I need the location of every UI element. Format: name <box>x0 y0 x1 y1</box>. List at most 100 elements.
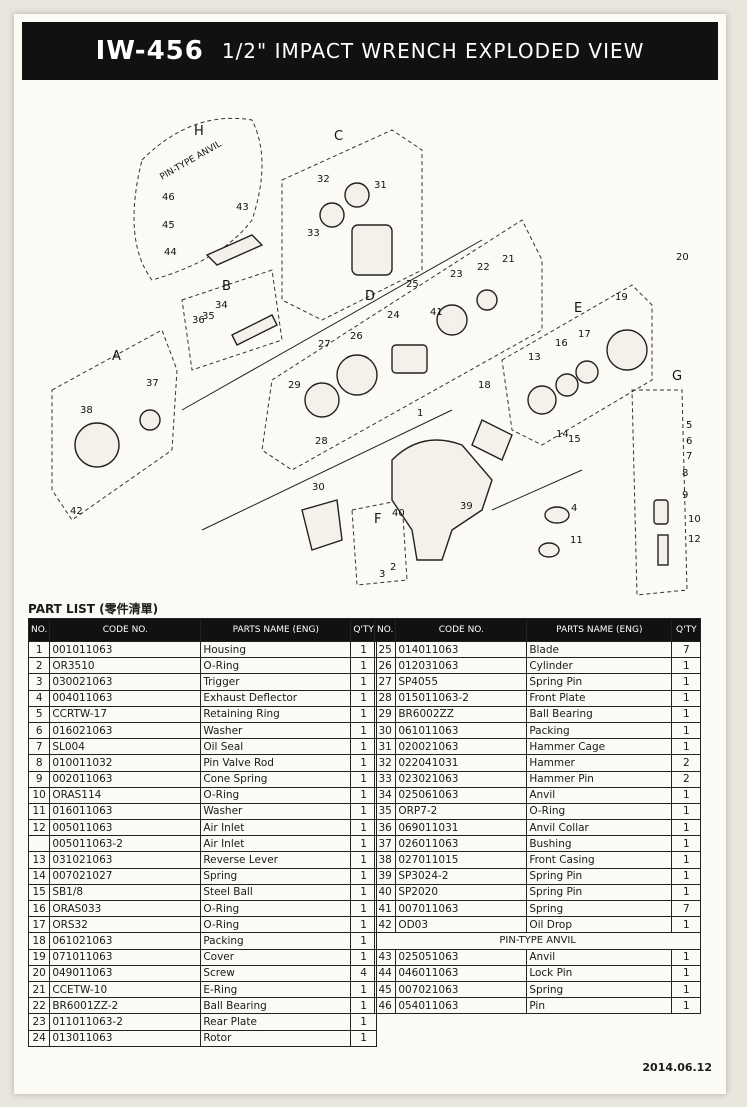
cell-qty: 1 <box>671 705 702 723</box>
cell-no: 28 <box>373 689 397 707</box>
cell-code: SP3024-2 <box>395 867 528 885</box>
svg-text:6: 6 <box>686 436 692 447</box>
svg-text:11: 11 <box>570 535 583 546</box>
cell-name: Washer <box>200 802 352 821</box>
cell-no: 33 <box>373 770 397 788</box>
svg-text:41: 41 <box>430 307 443 318</box>
cell-qty: 1 <box>350 721 377 740</box>
cell-no: 32 <box>373 754 397 772</box>
cell-name: Cone Spring <box>200 770 352 788</box>
cell-name: Screw <box>200 964 352 982</box>
cell-qty: 1 <box>671 948 702 966</box>
pin-type-label: PIN-TYPE ANVIL <box>159 139 224 182</box>
cell-name: Pin Valve Rod <box>200 754 352 772</box>
front-casing-shape <box>74 422 120 468</box>
cell-code: OR3510 <box>49 657 202 675</box>
cell-code: 023021063 <box>395 770 528 788</box>
cell-no: 3 <box>27 673 51 691</box>
cell-name: Air Inlet <box>200 819 352 837</box>
cell-code: 007021063 <box>395 980 528 999</box>
cell-qty: 1 <box>671 867 702 885</box>
cell-no: 46 <box>373 997 397 1015</box>
cell-name: E-Ring <box>200 980 352 999</box>
cell-qty: 1 <box>350 867 377 885</box>
svg-text:25: 25 <box>406 279 419 290</box>
cell-qty: 1 <box>350 932 377 950</box>
svg-text:D: D <box>365 289 375 304</box>
cell-no: 16 <box>27 899 51 918</box>
cell-qty: 4 <box>350 964 377 982</box>
cell-code: 031021063 <box>49 851 202 869</box>
cell-name: O-Ring <box>526 802 673 821</box>
cell-qty: 1 <box>350 916 377 934</box>
svg-text:7: 7 <box>686 451 692 462</box>
cell-no: 41 <box>373 899 397 918</box>
cell-name: O-Ring <box>200 786 352 804</box>
cell-name: Anvil <box>526 948 673 966</box>
cell-no: 44 <box>373 964 397 982</box>
cell-code: 005011063-2 <box>49 835 202 853</box>
cell-qty: 1 <box>350 883 377 902</box>
svg-text:23: 23 <box>450 269 463 280</box>
cell-code: 011011063-2 <box>49 1013 202 1031</box>
svg-text:33: 33 <box>307 228 320 239</box>
svg-text:26: 26 <box>350 331 363 342</box>
cell-code: ORAS114 <box>49 786 202 804</box>
svg-text:8: 8 <box>682 468 688 479</box>
svg-text:32: 32 <box>317 174 330 185</box>
group-h-outline <box>133 117 263 281</box>
cell-code: 005011063 <box>49 819 202 837</box>
cell-qty: 1 <box>350 786 377 804</box>
cell-qty: 1 <box>671 802 702 821</box>
cell-name: Pin <box>526 997 673 1015</box>
svg-text:16: 16 <box>555 338 568 349</box>
cell-name: Spring Pin <box>526 673 673 691</box>
cell-code: 007011063 <box>395 899 528 918</box>
cell-code: ORAS033 <box>49 899 202 918</box>
cell-code: 026011063 <box>395 835 528 853</box>
cell-name: Spring <box>526 980 673 999</box>
pin-type-section-row: PIN-TYPE ANVIL <box>373 932 702 950</box>
cell-no: 21 <box>27 980 51 999</box>
cell-qty: 1 <box>350 819 377 837</box>
hammer-cage-shape <box>351 224 393 276</box>
cell-name: O-Ring <box>200 916 352 934</box>
cell-name: Front Casing <box>526 851 673 869</box>
svg-text:43: 43 <box>236 202 249 213</box>
svg-text:21: 21 <box>502 254 515 265</box>
cell-name: Spring <box>526 899 673 918</box>
cell-code: 014011063 <box>395 640 528 659</box>
cell-name: Spring Pin <box>526 867 673 885</box>
cylinder-shape <box>336 354 378 396</box>
title-bar: IW-456 1/2" IMPACT WRENCH EXPLODED VIEW <box>22 22 718 80</box>
col-qty: Q'TY <box>350 618 377 642</box>
cell-no: 39 <box>373 867 397 885</box>
svg-text:18: 18 <box>478 380 491 391</box>
svg-text:F: F <box>374 512 381 527</box>
cell-name: Hammer Cage <box>526 738 673 756</box>
cell-no: 15 <box>27 883 51 902</box>
svg-text:34: 34 <box>215 300 228 311</box>
svg-text:28: 28 <box>315 436 328 447</box>
cell-name: Cylinder <box>526 657 673 675</box>
cell-qty: 1 <box>671 738 702 756</box>
parts-sheet: IW-456 1/2" IMPACT WRENCH EXPLODED VIEW <box>14 14 726 1094</box>
